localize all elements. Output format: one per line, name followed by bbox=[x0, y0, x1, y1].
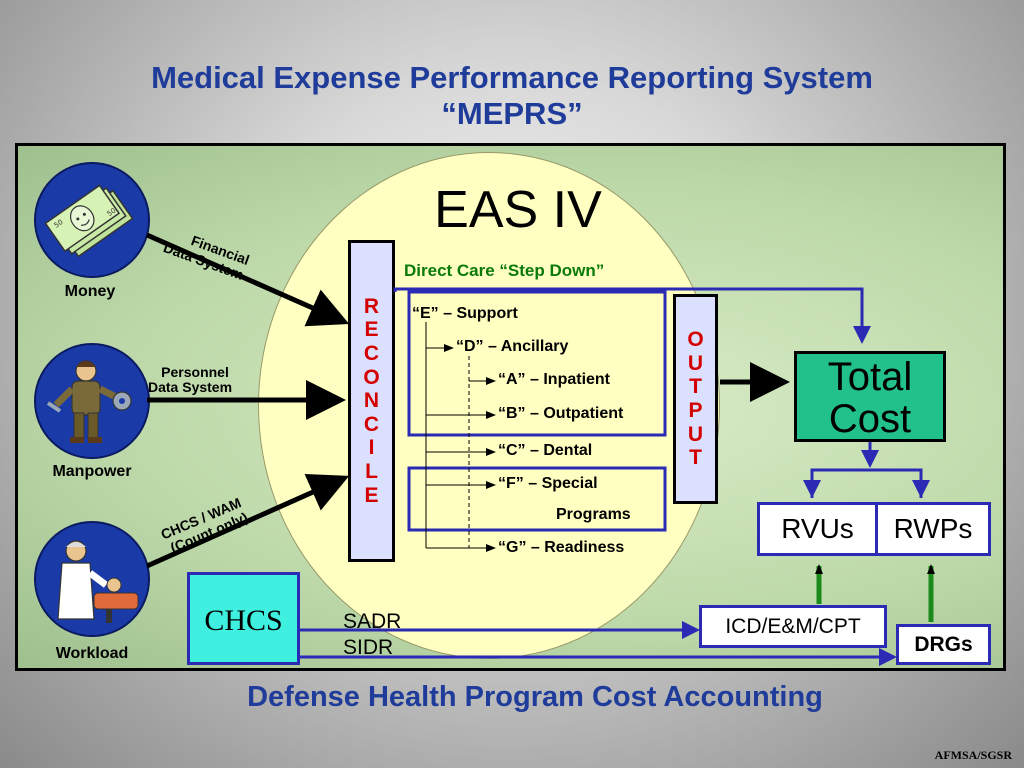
output-letter-4: U bbox=[687, 422, 704, 446]
rvus-label: RVUs bbox=[760, 505, 878, 553]
money-icon: 50 50 bbox=[34, 162, 150, 278]
reconcile-letter-8: E bbox=[364, 483, 379, 507]
step-item-f: “F” – Special bbox=[498, 475, 598, 492]
svg-text:50: 50 bbox=[53, 218, 65, 230]
personnel-system-label-line2: Data System bbox=[148, 379, 233, 395]
rvus-rwps-box: RVUs RWPs bbox=[757, 502, 991, 556]
workload-icon bbox=[34, 521, 150, 637]
sidr-label: SIDR bbox=[343, 636, 394, 659]
step-item-f-programs: Programs bbox=[556, 506, 631, 523]
money-label: Money bbox=[64, 283, 116, 300]
drgs-box: DRGs bbox=[896, 624, 991, 665]
output-letter-2: T bbox=[689, 375, 702, 399]
output-letter-5: T bbox=[689, 446, 702, 470]
rwps-label: RWPs bbox=[893, 513, 973, 544]
sadr-label: SADR bbox=[343, 610, 402, 633]
credit-text: AFMSA/SGSR bbox=[934, 748, 1012, 762]
output-letter-1: U bbox=[687, 351, 704, 375]
personnel-system-label: Personnel Data System bbox=[148, 365, 232, 395]
output-letter-0: O bbox=[687, 328, 704, 352]
manpower-label: Manpower bbox=[52, 463, 132, 480]
personnel-system-label-line1: Personnel bbox=[161, 364, 229, 380]
eas-title: EAS IV bbox=[434, 181, 602, 239]
step-item-g: “G” – Readiness bbox=[498, 539, 625, 556]
svg-text:50: 50 bbox=[106, 207, 118, 219]
reconcile-letter-4: N bbox=[363, 389, 380, 413]
reconcile-letter-5: C bbox=[363, 412, 380, 436]
total-cost-line2: Cost bbox=[828, 397, 912, 441]
footer-title: Defense Health Program Cost Accounting bbox=[247, 681, 823, 713]
reconcile-letter-6: I bbox=[368, 436, 375, 460]
icd-box: ICD/E&M/CPT bbox=[699, 605, 887, 648]
reconcile-letter-2: C bbox=[363, 342, 380, 366]
step-down-title: Direct Care “Step Down” bbox=[404, 261, 605, 280]
page-subtitle: “MEPRS” bbox=[441, 96, 583, 131]
reconcile-letter-1: E bbox=[364, 318, 379, 342]
step-item-a: “A” – Inpatient bbox=[498, 371, 611, 388]
total-cost-line1: Total bbox=[827, 355, 913, 399]
step-item-e: “E” – Support bbox=[412, 305, 518, 322]
step-item-c: “C” – Dental bbox=[498, 442, 593, 459]
reconcile-letter-3: O bbox=[363, 365, 380, 389]
output-letter-3: P bbox=[688, 399, 703, 422]
reconcile-letter-0: R bbox=[363, 294, 380, 318]
chcs-box: CHCS bbox=[187, 572, 300, 665]
manpower-icon bbox=[34, 343, 150, 459]
step-item-d: “D” – Ancillary bbox=[456, 338, 569, 355]
reconcile-letter-7: L bbox=[365, 459, 378, 483]
total-cost-box: Total Cost bbox=[794, 351, 946, 442]
step-item-b: “B” – Outpatient bbox=[498, 405, 624, 422]
page-title: Medical Expense Performance Reporting Sy… bbox=[151, 60, 873, 95]
workload-label: Workload bbox=[55, 645, 129, 662]
